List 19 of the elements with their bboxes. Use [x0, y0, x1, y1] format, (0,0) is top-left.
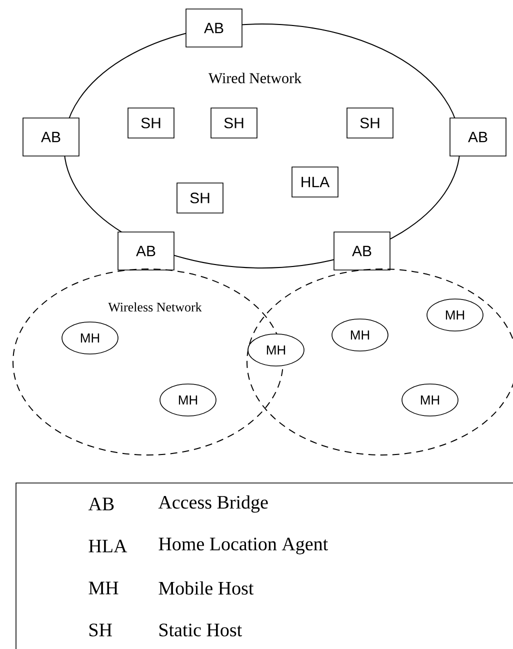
host-box: HLA [292, 166, 338, 198]
host-box: SH [128, 108, 174, 138]
host-box: AB [22, 118, 80, 156]
host-box: SH [176, 182, 224, 214]
legend-abbreviation: SH [89, 624, 112, 636]
legend-description: Static Host [159, 624, 242, 636]
legend-abbreviation: HLA [88, 540, 128, 552]
host-box: SH [346, 108, 394, 138]
legend-description: Mobile Host [158, 581, 254, 595]
host-box: SH [210, 108, 258, 138]
host-box: AB [186, 8, 242, 48]
network-label: Wireless Network [107, 301, 203, 313]
host-box: AB [118, 232, 174, 270]
legend-description: Access Bridge [158, 495, 268, 513]
network-label: Wired Network [207, 72, 303, 84]
legend-abbreviation: MH [88, 582, 118, 594]
host-box: AB [450, 118, 506, 156]
legend-description: Home Location Agent [158, 538, 328, 554]
legend-abbreviation: AB [88, 498, 114, 510]
